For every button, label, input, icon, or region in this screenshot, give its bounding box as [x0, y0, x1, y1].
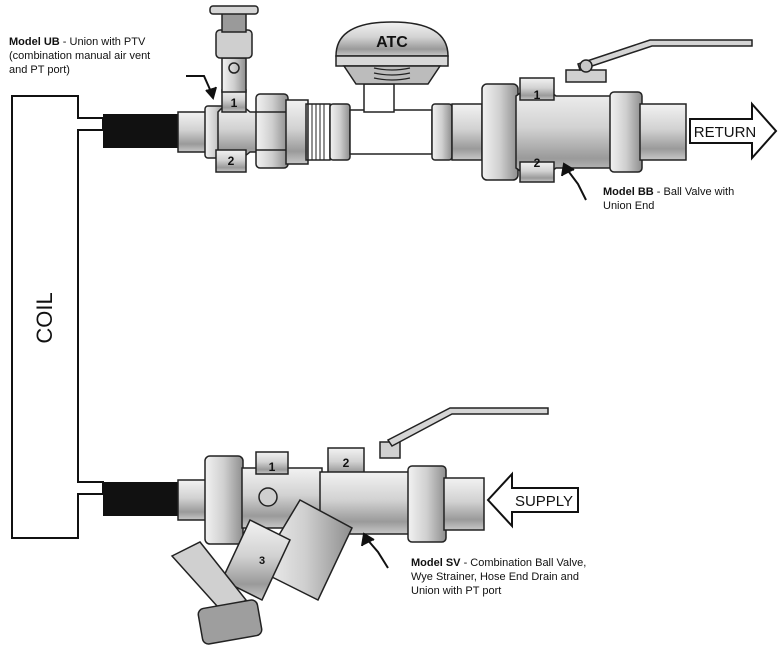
- ub-port-1: 1: [231, 96, 238, 110]
- model-sv-title: Model SV: [411, 557, 461, 569]
- model-ub-valve: [177, 5, 331, 173]
- ub-port-2: 2: [228, 154, 235, 168]
- model-sv-line2: Wye Strainer, Hose End Drain and: [411, 571, 580, 583]
- return-label: RETURN: [694, 124, 757, 141]
- coil-box: COIL: [11, 95, 104, 539]
- model-bb-valve: [451, 39, 753, 183]
- model-sv-valve: [170, 407, 549, 645]
- supply-label: SUPPLY: [515, 493, 573, 510]
- bb-port-1: 1: [534, 88, 541, 102]
- model-ub-line2: (combination manual air vent: [9, 50, 151, 62]
- model-bb-line2: Union End: [603, 200, 655, 212]
- atc-fitting: [329, 21, 453, 161]
- sv-port-3: 3: [259, 555, 265, 567]
- sv-port-2: 2: [343, 456, 350, 470]
- supply-arrow: SUPPLY: [486, 471, 579, 529]
- model-ub-callout: Model UB - Union with PTV (combination m…: [9, 35, 150, 77]
- coil-label: COIL: [32, 292, 57, 343]
- return-pipe: [103, 114, 179, 148]
- callout-arrow-ub: [186, 75, 217, 101]
- model-sv-callout: Model SV - Combination Ball Valve, Wye S…: [411, 556, 586, 598]
- sv-port-1: 1: [269, 460, 276, 474]
- model-ub-line3: and PT port): [9, 64, 70, 76]
- model-sv-line3: Union with PT port: [411, 585, 502, 597]
- model-ub-title: Model UB: [9, 36, 60, 48]
- callout-arrow-bb: [561, 162, 587, 201]
- model-sv-line1: - Combination Ball Valve,: [460, 557, 587, 569]
- bb-port-2: 2: [534, 156, 541, 170]
- callout-arrow-sv: [361, 532, 389, 569]
- model-bb-title: Model BB: [603, 186, 654, 198]
- model-bb-line1: - Ball Valve with: [653, 186, 735, 198]
- model-bb-callout: Model BB - Ball Valve with Union End: [603, 185, 734, 213]
- model-ub-line1: - Union with PTV: [59, 36, 146, 48]
- supply-pipe: [103, 482, 179, 516]
- return-arrow: RETURN: [689, 101, 778, 161]
- atc-label: ATC: [376, 34, 408, 51]
